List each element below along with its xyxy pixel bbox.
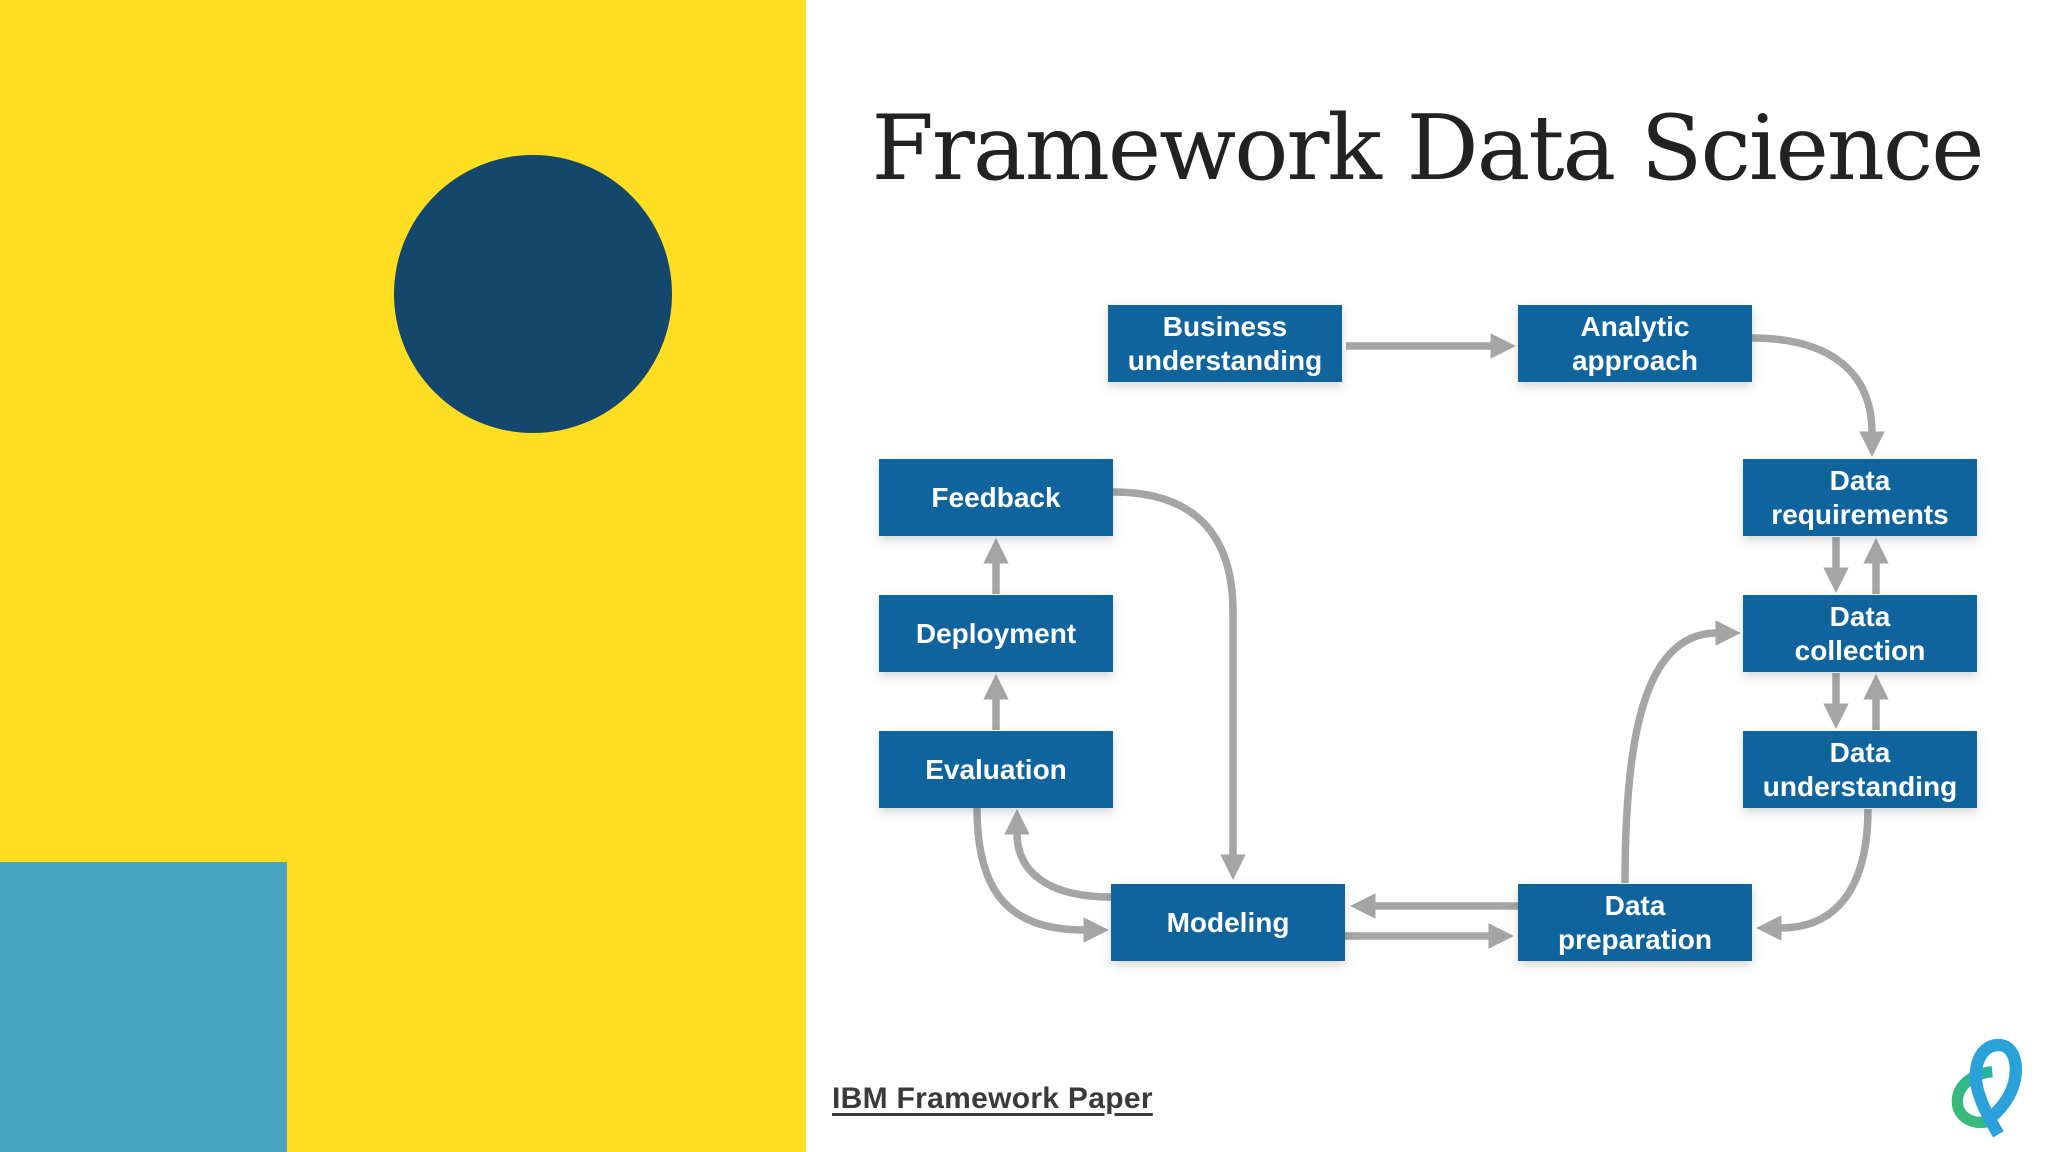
edge-modeling-to-evaluation bbox=[1004, 809, 1112, 901]
brand-logo bbox=[1951, 1038, 2022, 1138]
page-title: Framework Data Science bbox=[871, 96, 1984, 201]
decor-circle bbox=[394, 155, 672, 433]
edge-understanding-to-preparation bbox=[1756, 808, 1872, 941]
node-modeling: Modeling bbox=[1111, 884, 1345, 961]
logo-blue-ribbon bbox=[1969, 1038, 2022, 1138]
decor-square bbox=[0, 862, 287, 1152]
edge-evaluation-to-modeling bbox=[973, 807, 1109, 943]
edge-feedback-to-modeling bbox=[1112, 488, 1246, 880]
edge-preparation-to-collection bbox=[1621, 620, 1741, 884]
node-data-collection: Data collection bbox=[1743, 595, 1977, 672]
node-evaluation: Evaluation bbox=[879, 731, 1113, 808]
node-data-requirements: Data requirements bbox=[1743, 459, 1977, 536]
node-data-understanding: Data understanding bbox=[1743, 731, 1977, 808]
node-deployment: Deployment bbox=[879, 595, 1113, 672]
edge-analytic-to-requirements bbox=[1751, 334, 1885, 457]
reference-link[interactable]: IBM Framework Paper bbox=[832, 1082, 1153, 1115]
node-data-preparation: Data preparation bbox=[1518, 884, 1752, 961]
node-feedback: Feedback bbox=[879, 459, 1113, 536]
node-business-understanding: Business understanding bbox=[1108, 305, 1342, 382]
node-analytic-approach: Analytic approach bbox=[1518, 305, 1752, 382]
